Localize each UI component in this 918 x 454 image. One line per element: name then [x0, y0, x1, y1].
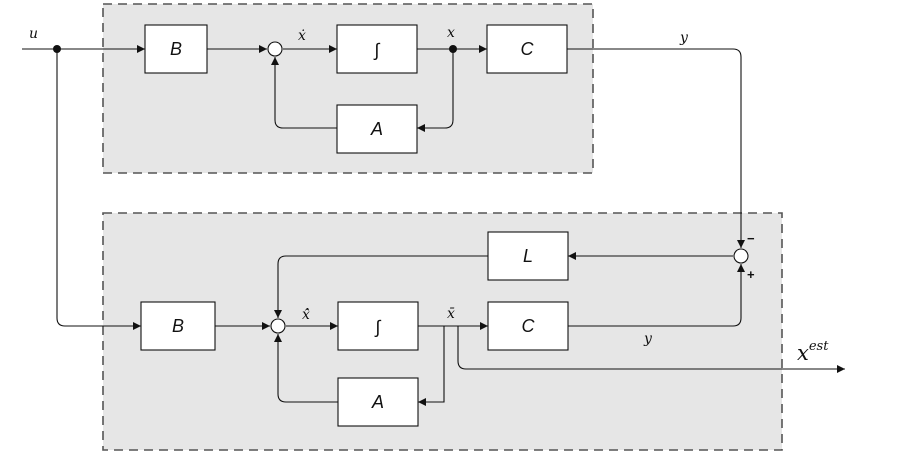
observer-region [102, 212, 783, 451]
plant-a-block: A [336, 104, 418, 154]
error-summing-junction [733, 248, 749, 264]
observer-l-block: L [487, 231, 569, 281]
observer-integrator-block: ∫ [337, 301, 419, 351]
observer-c-block: C [487, 301, 569, 351]
observer-l-label: L [523, 246, 533, 266]
minus-sign: − [747, 231, 755, 246]
plant-integrator-label: ∫ [373, 40, 381, 60]
observer-integrator-label: ∫ [374, 317, 382, 337]
observer-b-block: B [140, 301, 216, 351]
signal-x-dot-label: ẋ [298, 28, 306, 44]
signal-x-est-base: x [797, 341, 809, 365]
signal-x-est-superscript: est [809, 339, 829, 354]
wire-l-to-observer-sum [274, 255, 488, 318]
observer-a-label: A [371, 392, 384, 412]
wire-x-hat-to-a [418, 326, 445, 406]
junction-plant-x-dot [449, 45, 457, 53]
signal-u-label: u [29, 26, 38, 42]
wire-input-branch-down [56, 49, 141, 330]
observer-b-label: B [172, 316, 184, 336]
signal-plant-y-label: y [679, 30, 689, 46]
signal-x-hat-label: x̄ [447, 306, 455, 322]
wire-estimate-output [457, 326, 845, 373]
observer-c-label: C [522, 316, 536, 336]
signal-x-label: x [447, 25, 455, 41]
plus-sign: + [747, 267, 755, 282]
signal-observer-y-label: y [643, 331, 653, 347]
plant-b-label: B [170, 39, 182, 59]
junction-input-dot [53, 45, 61, 53]
plant-summing-junction [267, 41, 283, 57]
wire-observer-c-to-sum [568, 264, 745, 327]
observer-a-block: A [337, 377, 419, 427]
plant-a-label: A [370, 119, 383, 139]
observer-summing-junction [270, 318, 286, 334]
wire-plant-y-to-observer-sum [567, 48, 745, 248]
plant-c-block: C [486, 24, 568, 74]
wire-observer-a-to-sum [274, 334, 338, 403]
wire-plant-a-to-sum [271, 57, 337, 129]
wire-plant-x-to-a [417, 49, 454, 132]
signal-x-est-label: xest [797, 339, 829, 365]
signal-x-hat-dot-label: x̂̇ [302, 307, 310, 323]
plant-c-label: C [521, 39, 535, 59]
plant-integrator-block: ∫ [336, 24, 418, 74]
plant-b-block: B [144, 24, 208, 74]
